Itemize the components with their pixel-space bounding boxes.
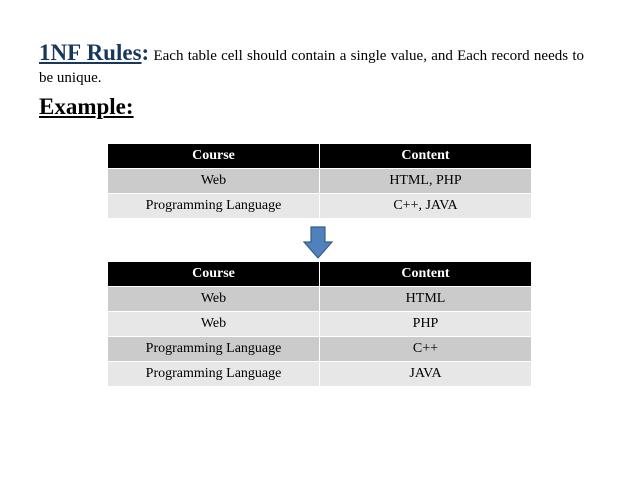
- cell-content: PHP: [319, 311, 532, 337]
- cell-course: Programming Language: [107, 193, 320, 219]
- cell-course: Web: [107, 168, 320, 194]
- table-after: Course Content Web HTML Web PHP Programm…: [107, 261, 532, 387]
- header-content: Content: [319, 261, 532, 287]
- table-before: Course Content Web HTML, PHP Programming…: [107, 143, 532, 219]
- rules-text: Each table cell should contain a single …: [39, 48, 585, 86]
- down-arrow-icon: [303, 226, 333, 259]
- rules-paragraph: 1NF Rules: Each table cell should contai…: [39, 40, 585, 89]
- header-course: Course: [107, 261, 320, 287]
- cell-content: C++, JAVA: [319, 193, 532, 219]
- table-row: Web HTML: [107, 286, 532, 312]
- cell-course: Web: [107, 311, 320, 337]
- table-row: Web HTML, PHP: [107, 168, 532, 194]
- table-header-row: Course Content: [107, 261, 532, 287]
- cell-content: HTML: [319, 286, 532, 312]
- table-row: Programming Language C++, JAVA: [107, 193, 532, 219]
- cell-course: Programming Language: [107, 361, 320, 387]
- cell-course: Web: [107, 286, 320, 312]
- table-row: Web PHP: [107, 311, 532, 337]
- example-label: Example:: [39, 94, 134, 119]
- cell-content: JAVA: [319, 361, 532, 387]
- table-header-row: Course Content: [107, 143, 532, 169]
- table-row: Programming Language JAVA: [107, 361, 532, 387]
- header-course: Course: [107, 143, 320, 169]
- cell-course: Programming Language: [107, 336, 320, 362]
- table-row: Programming Language C++: [107, 336, 532, 362]
- cell-content: C++: [319, 336, 532, 362]
- cell-content: HTML, PHP: [319, 168, 532, 194]
- rules-heading-colon: :: [141, 40, 150, 65]
- header-content: Content: [319, 143, 532, 169]
- rules-heading: 1NF Rules: [39, 40, 142, 65]
